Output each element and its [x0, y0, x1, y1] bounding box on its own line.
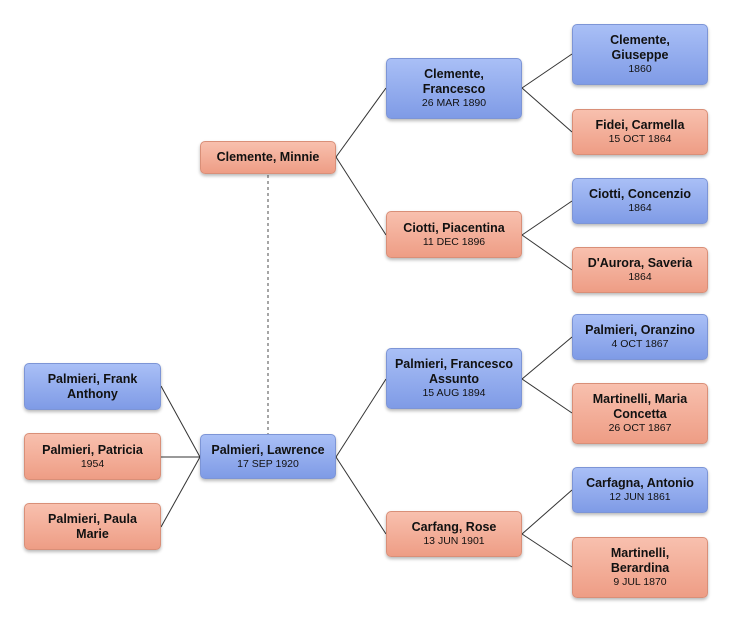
- person-concenzio[interactable]: Ciotti, Concenzio 1864: [572, 178, 708, 224]
- person-date: 4 OCT 1867: [611, 338, 669, 350]
- person-date: 12 JUN 1861: [609, 491, 671, 503]
- person-date: 9 JUL 1870: [613, 576, 667, 588]
- connector-berardina: [521, 533, 573, 568]
- person-name: Ciotti, Concenzio: [588, 187, 692, 201]
- connector-francesco-p: [335, 378, 387, 458]
- person-name: Palmieri, Frank Anthony: [47, 371, 138, 401]
- person-name: Carfagna, Antonio: [586, 476, 694, 490]
- person-date: 1954: [80, 457, 105, 470]
- person-name: Palmieri, Patricia: [42, 442, 143, 457]
- person-name: Fidei, Carmella: [595, 118, 685, 132]
- person-date: 1864: [628, 271, 652, 283]
- person-name: Palmieri, Lawrence: [211, 442, 325, 457]
- person-patricia[interactable]: Palmieri, Patricia 1954: [24, 433, 161, 480]
- person-date: 1860: [628, 63, 652, 75]
- person-date: 15 OCT 1864: [608, 133, 672, 145]
- connector-piacentina: [335, 156, 387, 236]
- person-francesco-palmieri[interactable]: Palmieri, Francesco Assunto 15 AUG 1894: [386, 348, 522, 409]
- connector-antonio: [521, 489, 573, 535]
- person-name: Palmieri, Paula Marie: [48, 511, 137, 541]
- connector-concenzio: [521, 200, 573, 236]
- person-name: Martinelli, Berardina: [610, 546, 670, 575]
- person-paula[interactable]: Palmieri, Paula Marie: [24, 503, 161, 550]
- person-maria-concetta[interactable]: Martinelli, Maria Concetta 26 OCT 1867: [572, 383, 708, 444]
- person-minnie[interactable]: Clemente, Minnie: [200, 141, 336, 174]
- connector-carmella: [521, 87, 573, 133]
- person-lawrence[interactable]: Palmieri, Lawrence 17 SEP 1920: [200, 434, 336, 479]
- person-piacentina[interactable]: Ciotti, Piacentina 11 DEC 1896: [386, 211, 522, 258]
- connector-oranzino: [521, 336, 573, 380]
- person-name: Palmieri, Oranzino: [585, 323, 695, 337]
- connector-frank: [160, 385, 201, 458]
- person-name: Martinelli, Maria Concetta: [592, 392, 688, 421]
- person-date: 11 DEC 1896: [422, 235, 486, 248]
- person-date: 17 SEP 1920: [237, 457, 299, 470]
- person-giuseppe[interactable]: Clemente, Giuseppe 1860: [572, 24, 708, 85]
- person-name: Clemente, Giuseppe: [610, 33, 670, 62]
- person-carmella[interactable]: Fidei, Carmella 15 OCT 1864: [572, 109, 708, 155]
- person-name: Clemente, Minnie: [216, 150, 320, 164]
- person-date: 1864: [628, 202, 652, 214]
- person-date: 26 OCT 1867: [608, 422, 672, 434]
- person-name: Palmieri, Francesco Assunto: [394, 357, 514, 386]
- person-name: D'Aurora, Saveria: [587, 256, 693, 270]
- connector-saveria: [521, 234, 573, 271]
- person-berardina[interactable]: Martinelli, Berardina 9 JUL 1870: [572, 537, 708, 598]
- person-date: 13 JUN 1901: [423, 535, 485, 547]
- person-name: Clemente, Francesco: [422, 67, 486, 96]
- person-saveria[interactable]: D'Aurora, Saveria 1864: [572, 247, 708, 293]
- person-name: Carfang, Rose: [411, 520, 497, 534]
- person-name: Ciotti, Piacentina: [403, 220, 505, 235]
- connector-maria: [521, 378, 573, 414]
- connector-rose: [335, 456, 387, 535]
- connector-paula: [160, 456, 201, 528]
- person-antonio[interactable]: Carfagna, Antonio 12 JUN 1861: [572, 467, 708, 513]
- person-oranzino[interactable]: Palmieri, Oranzino 4 OCT 1867: [572, 314, 708, 360]
- person-date: 15 AUG 1894: [422, 387, 486, 399]
- person-date: 26 MAR 1890: [421, 97, 487, 109]
- person-frank[interactable]: Palmieri, Frank Anthony: [24, 363, 161, 410]
- person-rose[interactable]: Carfang, Rose 13 JUN 1901: [386, 511, 522, 557]
- person-francesco-clemente[interactable]: Clemente, Francesco 26 MAR 1890: [386, 58, 522, 119]
- connector-francesco-c: [335, 87, 387, 158]
- connector-giuseppe: [521, 53, 573, 89]
